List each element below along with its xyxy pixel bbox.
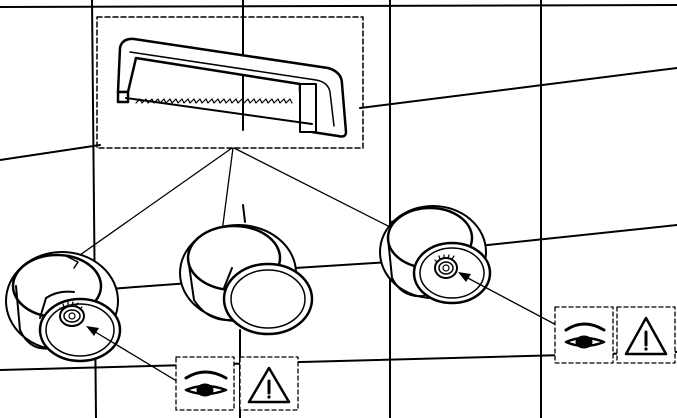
eye-icon <box>184 370 228 397</box>
inspect-symbol-box <box>175 356 235 411</box>
hacksaw-icon <box>116 37 348 138</box>
inspect-arrow-right <box>463 275 563 329</box>
warning-symbol-box <box>616 306 676 364</box>
cartridge-stem <box>434 254 458 279</box>
right-fitting <box>379 205 492 305</box>
inspect-symbol-box <box>554 306 614 364</box>
eye-icon <box>564 322 606 349</box>
warning-triangle-icon <box>247 366 291 404</box>
warning-symbol-box <box>239 356 299 411</box>
warning-triangle-icon <box>624 316 668 356</box>
tool-callout-box <box>96 16 364 149</box>
center-fitting <box>179 224 314 336</box>
inspect-arrow-left <box>91 329 181 384</box>
left-fitting <box>5 251 122 363</box>
cartridge-stem <box>59 301 85 327</box>
